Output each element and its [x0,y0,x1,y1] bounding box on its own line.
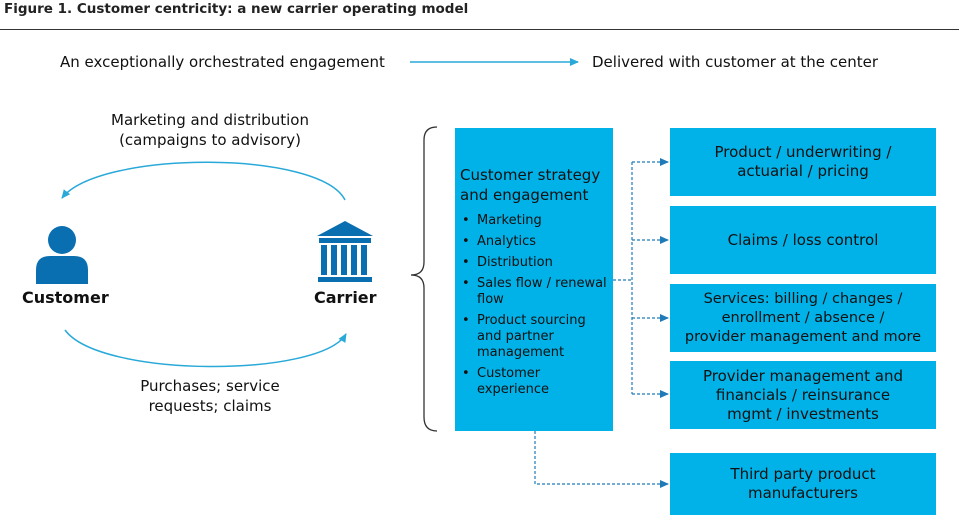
header-right-text: Delivered with customer at the center [592,53,879,71]
strategy-item: Analytics [460,234,607,250]
top-caption-line2: (campaigns to advisory) [119,131,301,149]
strategy-item: Distribution [460,255,607,271]
figure-title: Figure 1. Customer centricity: a new car… [4,1,469,17]
strategy-item-list: Marketing Analytics Distribution Sales f… [460,213,607,398]
bottom-cycle-arrow [64,329,347,368]
strategy-item: Product sourcing and partner management [460,313,607,361]
box-line: Claims / loss control [727,230,879,249]
box-line: actuarial / pricing [737,162,869,180]
box-line: Third party product [730,465,876,483]
person-icon [36,226,88,284]
connector-to-box-5 [534,431,669,488]
top-caption-line1: Marketing and distribution [111,111,309,129]
box-line: enrollment / absence / [721,309,885,326]
carrier-label: Carrier [314,288,377,307]
third-party-box: Third party product manufacturers [670,453,936,515]
box-line: Provider management and [703,366,903,385]
top-cycle-arrow [61,161,346,201]
customer-strategy-box: Customer strategy and engagement Marketi… [455,128,613,431]
strategy-item: Sales flow / renewal flow [460,276,607,308]
curly-brace [410,126,438,432]
top-cycle-caption: Marketing and distribution (campaigns to… [90,110,330,150]
dashed-connectors [534,158,669,488]
box-line: mgmt / investments [727,404,879,423]
box-line: manufacturers [748,484,858,502]
box-line: Product / underwriting / [714,143,892,161]
bottom-caption-line1: Purchases; service [140,377,280,395]
box-line: provider management and more [684,328,922,345]
strategy-item: Customer experience [460,366,607,398]
customer-label: Customer [22,288,109,307]
services-box: Services: billing / changes / enrollment… [670,284,936,352]
box-line: Services: billing / changes / [703,290,903,307]
header-left-text: An exceptionally orchestrated engagement [60,53,385,71]
customer-strategy-heading: Customer strategy and engagement [460,165,607,205]
provider-management-box: Provider management and financials / rei… [670,361,936,429]
box-line: financials / reinsurance [715,385,891,404]
title-divider [0,29,959,30]
bottom-caption-line2: requests; claims [148,397,272,415]
claims-box: Claims / loss control [670,206,936,274]
product-underwriting-box: Product / underwriting / actuarial / pri… [670,128,936,196]
heading-line2: and engagement [460,186,589,204]
strategy-item: Marketing [460,213,607,229]
bank-building-icon [317,221,373,282]
heading-line1: Customer strategy [460,166,601,184]
bottom-cycle-caption: Purchases; service requests; claims [90,376,330,416]
